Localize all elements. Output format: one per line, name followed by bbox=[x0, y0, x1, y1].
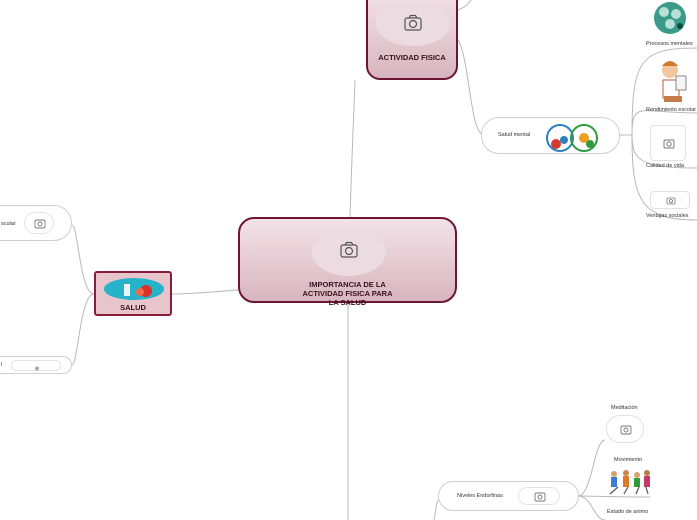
central-topic-label: IMPORTANCIA DE LA ACTIVIDAD FISICA PARA … bbox=[302, 280, 393, 307]
rendimiento-image bbox=[658, 58, 688, 104]
salud-mental-label: Salud mental bbox=[498, 132, 531, 138]
camera-icon bbox=[340, 241, 358, 258]
left-cardio-label: scular bbox=[1, 221, 16, 227]
camera-icon bbox=[34, 219, 46, 229]
left-bottom-label: l bbox=[1, 362, 3, 368]
calidad-label: Calidad de vida bbox=[646, 163, 684, 169]
camera-icon bbox=[534, 492, 546, 502]
actividad-fisica-topic[interactable]: ACTIVIDAD FISICA bbox=[366, 0, 458, 80]
rendimiento-label: Rendimiento escolar bbox=[646, 107, 697, 113]
actividad-fisica-label: ACTIVIDAD FISICA bbox=[378, 53, 446, 62]
camera-icon bbox=[620, 425, 632, 435]
left-bottom-image-placeholder bbox=[11, 360, 61, 371]
central-topic[interactable]: IMPORTANCIA DE LA ACTIVIDAD FISICA PARA … bbox=[238, 217, 457, 307]
salud-mental-topic[interactable]: Salud mental bbox=[481, 117, 620, 154]
left-bottom-topic[interactable]: l bbox=[0, 356, 72, 374]
left-cardio-image-placeholder bbox=[24, 212, 54, 234]
salud-label: SALUD bbox=[120, 303, 146, 312]
endorfinas-topic[interactable]: Niveles Endorfinas bbox=[438, 481, 579, 511]
image-placeholder bbox=[376, 2, 450, 46]
camera-icon bbox=[404, 14, 422, 31]
movimiento-image bbox=[606, 466, 652, 496]
left-cardio-topic[interactable]: scular bbox=[0, 205, 72, 241]
calidad-image-placeholder[interactable] bbox=[650, 125, 686, 161]
movimiento-label: Movimiento bbox=[614, 457, 643, 463]
camera-icon bbox=[35, 366, 39, 371]
image-placeholder bbox=[312, 228, 386, 276]
procesos-label: Procesos mentales bbox=[646, 41, 693, 47]
camera-icon bbox=[663, 139, 675, 149]
ventajas-label: Ventajas sociales bbox=[646, 213, 689, 219]
procesos-image bbox=[650, 0, 692, 38]
estado-label: Estado de animo bbox=[607, 509, 649, 515]
salud-image bbox=[104, 278, 164, 300]
endorfinas-image-placeholder bbox=[518, 487, 560, 505]
meditacion-image-placeholder[interactable] bbox=[606, 415, 644, 443]
meditacion-label: Meditación bbox=[611, 405, 638, 411]
ventajas-image-placeholder[interactable] bbox=[650, 191, 690, 209]
camera-icon bbox=[666, 197, 676, 205]
endorfinas-label: Niveles Endorfinas bbox=[457, 493, 503, 499]
salud-topic[interactable]: SALUD bbox=[94, 271, 172, 316]
salud-mental-image bbox=[542, 122, 606, 152]
